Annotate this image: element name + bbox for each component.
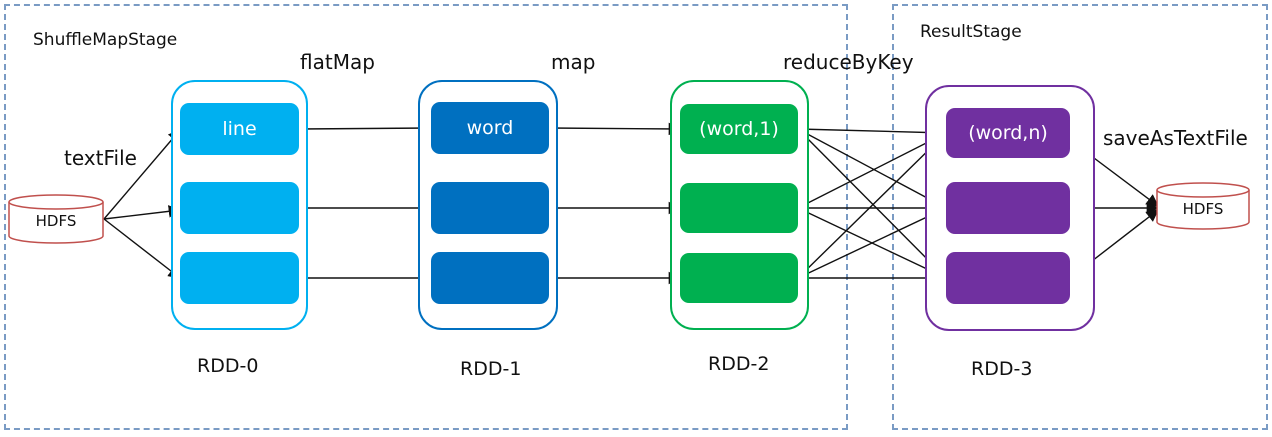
map-op-label: map <box>551 50 596 74</box>
edge-shuffle-p1-to-p1 <box>797 126 948 139</box>
edge-hdfs-to-rdd0-p1 <box>103 129 181 220</box>
shuffle-map-stage-title: ShuffleMapStage <box>33 30 178 50</box>
rdd-0-partition-3 <box>180 252 299 304</box>
flatmap-op-label: flatMap <box>300 50 375 74</box>
edge-rdd0-to-rdd1-p1 <box>298 121 433 135</box>
rdd-1-partition-1: word <box>431 102 549 154</box>
shuffle-map-stage <box>4 4 848 430</box>
rdd-1-caption: RDD-1 <box>460 358 522 380</box>
result-stage-title: ResultStage <box>920 22 1022 42</box>
hdfs-output-label: HDFS <box>1182 200 1224 218</box>
rdd-2-partition-3 <box>680 253 798 303</box>
hdfs-input-label: HDFS <box>35 212 77 230</box>
database-icon <box>1156 182 1250 230</box>
saveastextfile-op-label: saveAsTextFile <box>1103 126 1248 150</box>
rdd-0-partition-2 <box>180 182 299 234</box>
edge-rdd1-to-rdd2-p1 <box>548 122 682 136</box>
edge-shuffle-p1-to-p3 <box>797 128 947 279</box>
rdd-1-partition-2 <box>431 182 549 234</box>
rdd-1-partition-3 <box>431 252 549 304</box>
rdd-0-partition-1: line <box>180 103 299 155</box>
rdd-3-partition-1: (word,n) <box>946 108 1070 158</box>
database-icon <box>8 194 104 244</box>
edge-shuffle-p2-to-p1 <box>797 132 948 209</box>
rdd-3-partition-2 <box>946 182 1070 234</box>
rdd-2-partition-1: (word,1) <box>680 104 798 154</box>
edge-hdfs-to-rdd0-p2 <box>103 205 182 220</box>
hdfs-input-database-icon: HDFS <box>8 194 104 244</box>
edge-shuffle-p3-to-p1 <box>797 132 947 279</box>
rdd-3-caption: RDD-3 <box>971 358 1033 380</box>
edge-shuffle-p1-to-p2 <box>797 128 948 209</box>
hdfs-output-database-icon: HDFS <box>1156 182 1250 230</box>
textfile-op-label: textFile <box>64 146 137 170</box>
rdd-3-partition-3 <box>946 252 1070 304</box>
edge-hdfs-to-rdd0-p3 <box>103 218 181 279</box>
rdd-2-partition-2 <box>680 183 798 233</box>
reducebykey-op-label: reduceByKey <box>783 50 914 74</box>
rdd-0-caption: RDD-0 <box>197 355 259 377</box>
rdd-2-caption: RDD-2 <box>708 353 770 375</box>
edge-shuffle-p3-to-p2 <box>797 207 948 279</box>
result-stage <box>892 4 1268 430</box>
